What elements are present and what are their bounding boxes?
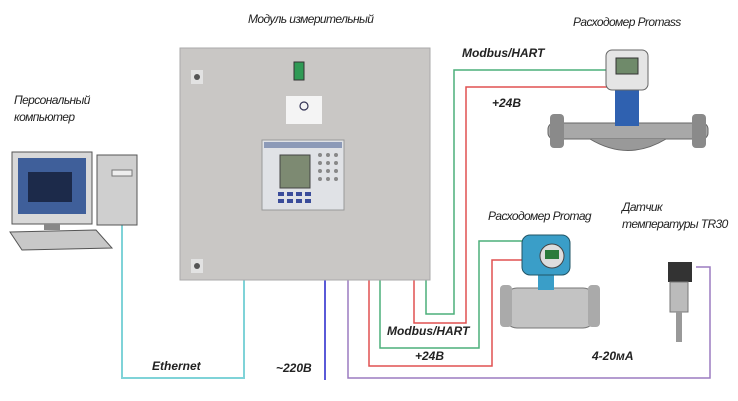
sensor-label-line2: температуры TR30 — [622, 217, 728, 231]
modbus-hart-top-label: Modbus/HART — [462, 46, 545, 60]
sensor-label-line1: Датчик — [622, 200, 663, 214]
ethernet-label: Ethernet — [152, 359, 201, 373]
promass-modbus-cable — [425, 69, 607, 315]
power-label: ~220В — [276, 361, 312, 375]
analog-cable — [347, 266, 711, 379]
modbus-hart-bottom-label: Modbus/HART — [387, 324, 470, 338]
v24-top-label: +24В — [492, 96, 522, 110]
promag-modbus-cable — [379, 240, 522, 349]
pc-label-line1: Персональный — [14, 93, 90, 107]
promag-flowmeter-image — [500, 234, 600, 329]
promass-flowmeter-image — [547, 49, 709, 151]
promag-label: Расходомер Promag — [488, 209, 592, 223]
pc-label-line2: компьютер — [14, 110, 75, 124]
v24-bottom-label: +24В — [415, 349, 445, 363]
promag-24v-cable — [368, 259, 522, 367]
temperature-sensor-image — [668, 262, 692, 342]
measurement-module-cabinet — [179, 47, 431, 281]
promass-label: Расходомер Promass — [573, 15, 681, 29]
current-loop-label: 4-20мА — [592, 349, 634, 363]
promass-24v-cable — [413, 86, 607, 324]
ethernet-cable — [121, 224, 245, 379]
module-label: Модуль измерительный — [248, 12, 374, 26]
personal-computer-image — [9, 151, 138, 251]
